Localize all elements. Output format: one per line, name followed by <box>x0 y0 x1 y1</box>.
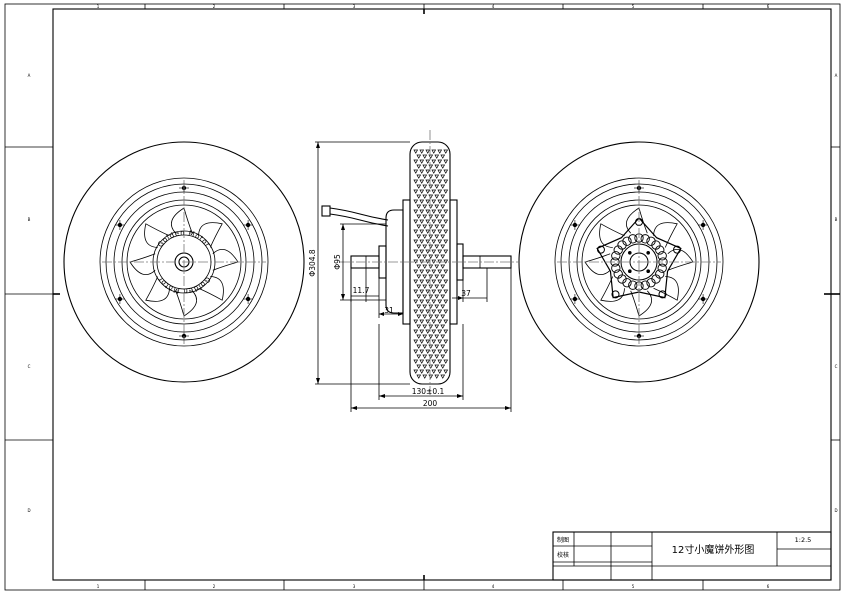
dim-130: 130±0.1 <box>412 387 445 396</box>
col-number: 2 <box>213 4 216 9</box>
hub-petal <box>653 222 678 248</box>
dim-31: 31 <box>384 306 394 315</box>
dim-11-7: 11.7 <box>353 286 370 295</box>
hub-bolts <box>569 183 709 341</box>
hub-bolts <box>114 183 254 341</box>
col-number: 2 <box>213 584 216 589</box>
hub-petal <box>599 223 625 248</box>
hub-petal <box>198 222 223 248</box>
drawing-scale: 1:2.5 <box>795 536 812 544</box>
dim-tire-diameter: Φ304.8 <box>308 249 317 277</box>
col-number: 3 <box>353 584 356 589</box>
hub-petal <box>212 248 239 271</box>
row-letter: D <box>834 508 837 513</box>
row-letter: D <box>27 508 30 513</box>
tire-tread-pattern <box>413 149 449 379</box>
col-number: 4 <box>492 4 495 9</box>
col-number: 4 <box>492 584 495 589</box>
motor-flange <box>596 217 682 299</box>
row-letter: C <box>28 364 31 369</box>
hub-petal <box>129 253 156 276</box>
motor-cable <box>329 207 389 221</box>
hub-petal-pattern <box>584 207 694 317</box>
col-number: 1 <box>97 584 100 589</box>
dim-200: 200 <box>423 399 438 408</box>
hub-petal <box>145 276 170 302</box>
hub-petal <box>144 223 170 248</box>
col-number: 6 <box>767 4 770 9</box>
hub-body-left <box>385 209 404 314</box>
col-number: 1 <box>97 4 100 9</box>
sheet-frame: 1 2 3 4 5 6 1 2 3 4 5 6 A B C D A B C D <box>4 3 841 591</box>
row-letter: C <box>835 364 838 369</box>
row-letter: B <box>28 217 31 222</box>
hub-petal <box>667 248 694 271</box>
hub-petal <box>198 276 224 301</box>
col-number: 3 <box>353 4 356 9</box>
title-block-checked-label: 校核 <box>557 551 569 559</box>
drawing-title: 12寸小魔饼外形图 <box>672 543 755 556</box>
wheel-right-view <box>518 141 760 383</box>
col-number: 6 <box>767 584 770 589</box>
wheel-left-view: Golden Motor Golden Motor <box>63 141 305 383</box>
title-block-drawn-label: 制图 <box>557 536 569 544</box>
col-number: 5 <box>632 4 635 9</box>
title-block: 制图 校核 12寸小魔饼外形图 1:2.5 <box>552 531 832 581</box>
side-view: Φ304.8 Φ95 11.7 31 37 130±0.1 <box>308 130 518 412</box>
hub-petal <box>653 276 679 301</box>
row-letter: A <box>28 73 31 78</box>
col-number: 5 <box>632 584 635 589</box>
hub-petal <box>600 276 625 302</box>
row-letter: A <box>835 73 838 78</box>
row-letter: B <box>835 217 838 222</box>
dim-hub-diameter: Φ95 <box>333 254 342 270</box>
dim-37: 37 <box>461 289 471 298</box>
